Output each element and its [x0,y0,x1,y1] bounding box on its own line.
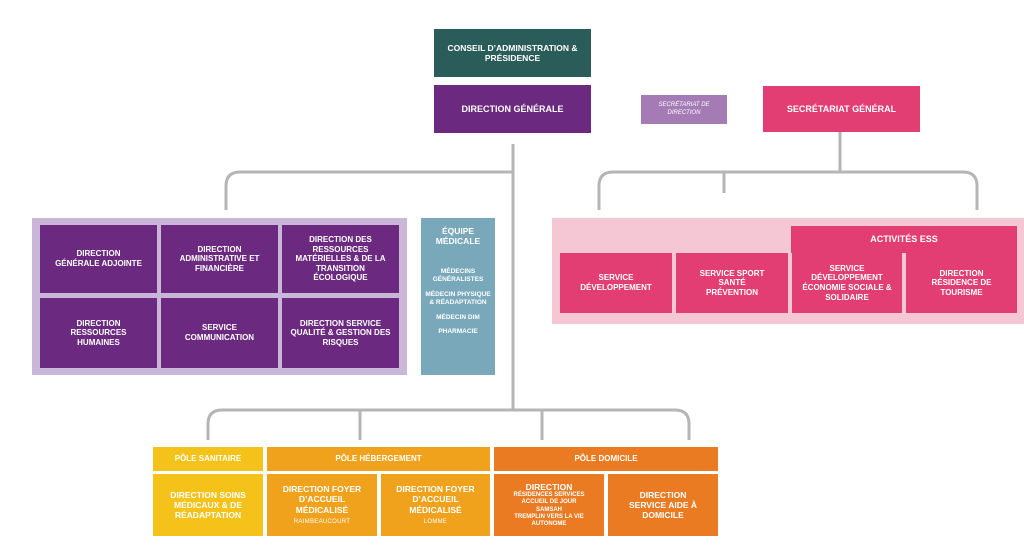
pole-sanitaire-box: DIRECTION SOINS MÉDICAUX & DE RÉADAPTATI… [153,474,263,536]
secretariat-general-label: SECRÉTARIAT GÉNÉRAL [786,103,897,114]
pole-domicile-box: DIRECTION SERVICE AIDE À DOMICILE [608,474,718,536]
pole-hebergement-box: DIRECTION FOYER D’ACCUEIL MÉDICALISÉ RAI… [267,474,377,536]
location-label: LOMME [423,518,448,525]
direction-generale-box: DIRECTION GÉNÉRALE [434,85,591,133]
bottom-branch-line [206,408,691,440]
left-group-item: DIRECTION ADMINISTRATIVE ET FINANCIÈRE [161,225,278,293]
pole-domicile-header: PÔLE DOMICILE [494,447,718,471]
left-group-item: DIRECTION SERVICE QUALITÉ & GESTION DES … [282,298,399,368]
right-group-item: DIRECTION RÉSIDENCE DE TOURISME [906,253,1017,313]
conseil-label: CONSEIL D’ADMINISTRATION & PRÉSIDENCE [447,42,578,63]
equipe-medicale-box: ÉQUIPE MÉDICALE MÉDECINS GÉNÉRALISTES MÉ… [421,218,495,375]
secretariat-direction-box: SECRÉTARIAT DE DIRECTION [641,95,727,124]
pole-hebergement-box: DIRECTION FOYER D’ACCUEIL MÉDICALISÉ LOM… [381,474,490,536]
secretariat-direction-label: SECRÉTARIAT DE DIRECTION [658,102,710,116]
right-branch-line [597,170,979,210]
conseil-box: CONSEIL D’ADMINISTRATION & PRÉSIDENCE [434,29,591,77]
left-group-item: DIRECTION GÉNÉRALE ADJOINTE [40,225,157,293]
left-group-item: SERVICE COMMUNICATION [161,298,278,368]
left-group-item: DIRECTION RESSOURCES HUMAINES [40,298,157,368]
location-label: RAIMBEAUCOURT [293,518,351,525]
pole-hebergement-header: PÔLE HÉBERGEMENT [267,447,490,471]
equipe-medicale-item: MÉDECINS GÉNÉRALISTES [432,268,484,284]
equipe-medicale-item: MÉDECIN PHYSIQUE & RÉADAPTATION [425,290,491,306]
right-group-item: SERVICE DÉVELOPPEMENT [560,253,672,313]
right-group-item: SERVICE DÉVELOPPEMENT ÉCONOMIE SOCIALE &… [792,253,902,313]
pole-sanitaire-header: PÔLE SANITAIRE [153,447,263,471]
direction-generale-label: DIRECTION GÉNÉRALE [461,103,564,114]
activites-ess-header: ACTIVITÉS ESS [791,226,1017,253]
right-group-item: SERVICE SPORT SANTÉ PRÉVENTION [676,253,788,313]
equipe-medicale-title: ÉQUIPE MÉDICALE [435,226,481,247]
left-branch-line [224,170,513,210]
equipe-medicale-item: PHARMACIE [438,328,478,336]
equipe-medicale-item: MÉDECIN DIM [436,313,480,321]
secretariat-general-box: SECRÉTARIAT GÉNÉRAL [763,86,920,132]
pole-domicile-box: DIRECTION RÉSIDENCES SERVICES ACCUEIL DE… [494,474,604,536]
left-group-item: DIRECTION DES RESSOURCES MATÉRIELLES & D… [282,225,399,293]
